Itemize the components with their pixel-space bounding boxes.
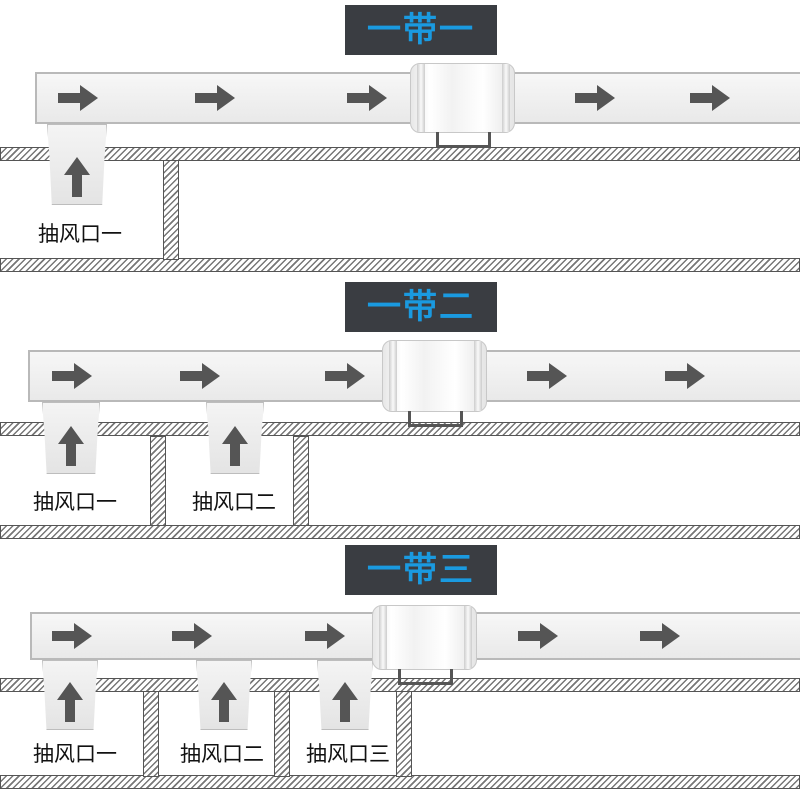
inline-duct-fan [382, 340, 487, 427]
flow-arrow-icon [518, 623, 558, 649]
inline-duct-fan [372, 605, 477, 685]
inlet-label: 抽风口二 [192, 490, 276, 514]
flow-arrow-icon [52, 363, 92, 389]
up-arrow-icon [64, 157, 90, 197]
panel-title: 一带三 [345, 545, 497, 595]
up-arrow-icon [332, 682, 358, 722]
partition-wall [150, 436, 166, 526]
flow-arrow-icon [325, 363, 365, 389]
inlet-label: 抽风口一 [33, 490, 117, 514]
fan-rib [502, 64, 510, 132]
partition-wall [163, 160, 179, 260]
flow-arrow-icon [180, 363, 220, 389]
up-arrow-icon [58, 426, 84, 466]
fan-rib [474, 341, 482, 411]
panel-title: 一带一 [345, 5, 497, 55]
flow-arrow-icon [665, 363, 705, 389]
partition-wall [143, 691, 159, 777]
flow-arrow-icon [690, 85, 730, 111]
inlet-label: 抽风口二 [180, 742, 264, 766]
flow-arrow-icon [58, 85, 98, 111]
flow-arrow-icon [305, 623, 345, 649]
inlet-label: 抽风口三 [306, 742, 390, 766]
up-arrow-icon [57, 682, 83, 722]
inlet-label: 抽风口一 [33, 742, 117, 766]
panel-title: 一带二 [345, 282, 497, 332]
fan-bracket [436, 132, 491, 148]
flow-arrow-icon [172, 623, 212, 649]
inline-duct-fan [410, 63, 515, 148]
up-arrow-icon [211, 682, 237, 722]
flow-arrow-icon [640, 623, 680, 649]
inlet-label: 抽风口一 [38, 222, 122, 246]
flow-arrow-icon [527, 363, 567, 389]
flow-arrow-icon [52, 623, 92, 649]
up-arrow-icon [222, 426, 248, 466]
floor-wall [0, 775, 800, 789]
partition-wall [293, 436, 309, 526]
fan-bracket [408, 411, 463, 427]
fan-rib [389, 341, 397, 411]
fan-rib [379, 606, 387, 669]
flow-arrow-icon [195, 85, 235, 111]
flow-arrow-icon [347, 85, 387, 111]
fan-rib [464, 606, 472, 669]
fan-rib [417, 64, 425, 132]
partition-wall [274, 691, 290, 777]
flow-arrow-icon [575, 85, 615, 111]
partition-wall [396, 691, 412, 777]
fan-bracket [398, 669, 453, 685]
